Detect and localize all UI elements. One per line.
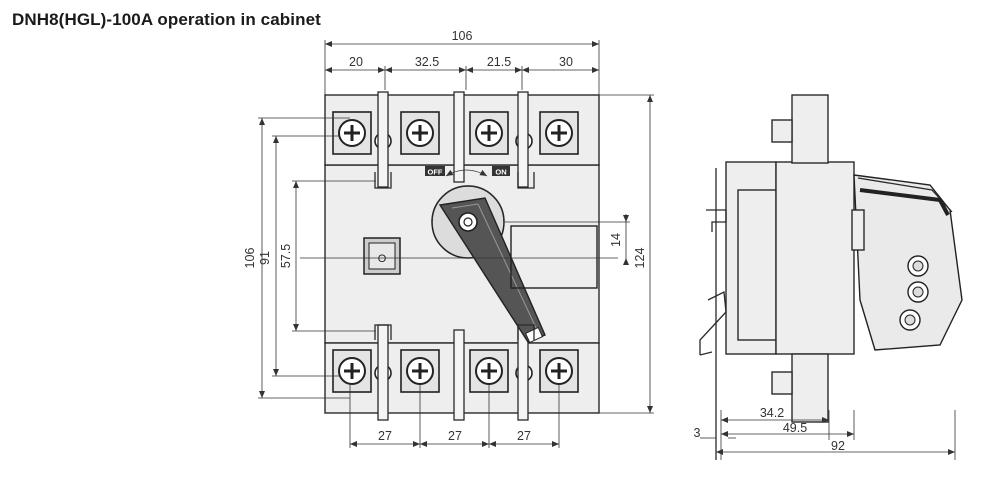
front-view: OFF ON O — [300, 91, 618, 421]
side-view — [699, 94, 963, 460]
rotation-arrow — [445, 169, 488, 177]
front-dimensions: 106 20 32.5 21.5 30 106 91 57.5 124 14 — [243, 29, 654, 448]
dim-49-5: 49.5 — [783, 421, 807, 435]
dim-spacing-2: 27 — [448, 429, 462, 443]
dim-height-124: 124 — [633, 248, 647, 269]
dim-spacing-3: 27 — [517, 429, 531, 443]
indicator-window — [510, 225, 598, 289]
dim-92: 92 — [831, 439, 845, 453]
off-label-plate — [425, 166, 445, 176]
side-body — [775, 161, 855, 355]
dim-seg-3: 21.5 — [487, 55, 511, 69]
rotary-handle[interactable] — [438, 197, 546, 343]
bottom-terminals — [332, 349, 579, 393]
off-label: OFF — [428, 168, 443, 177]
side-dimensions: 34.2 49.5 92 3 — [694, 406, 956, 460]
dim-spacing-1: 27 — [378, 429, 392, 443]
dim-seg-2: 32.5 — [415, 55, 439, 69]
dim-seg-1: 20 — [349, 55, 363, 69]
dim-seg-4: 30 — [559, 55, 573, 69]
dim-34-2: 34.2 — [760, 406, 784, 420]
page-title: DNH8(HGL)-100A operation in cabinet — [12, 10, 321, 29]
on-label: ON — [495, 168, 506, 177]
dim-3: 3 — [694, 426, 701, 440]
dim-14: 14 — [609, 233, 623, 247]
top-terminals — [332, 111, 579, 155]
on-label-plate — [492, 166, 510, 176]
dim-height-57-5: 57.5 — [279, 244, 293, 268]
dim-height-91: 91 — [258, 251, 272, 265]
center-mark: O — [378, 253, 387, 265]
dim-height-106: 106 — [243, 248, 257, 269]
dim-width-total: 106 — [452, 29, 473, 43]
